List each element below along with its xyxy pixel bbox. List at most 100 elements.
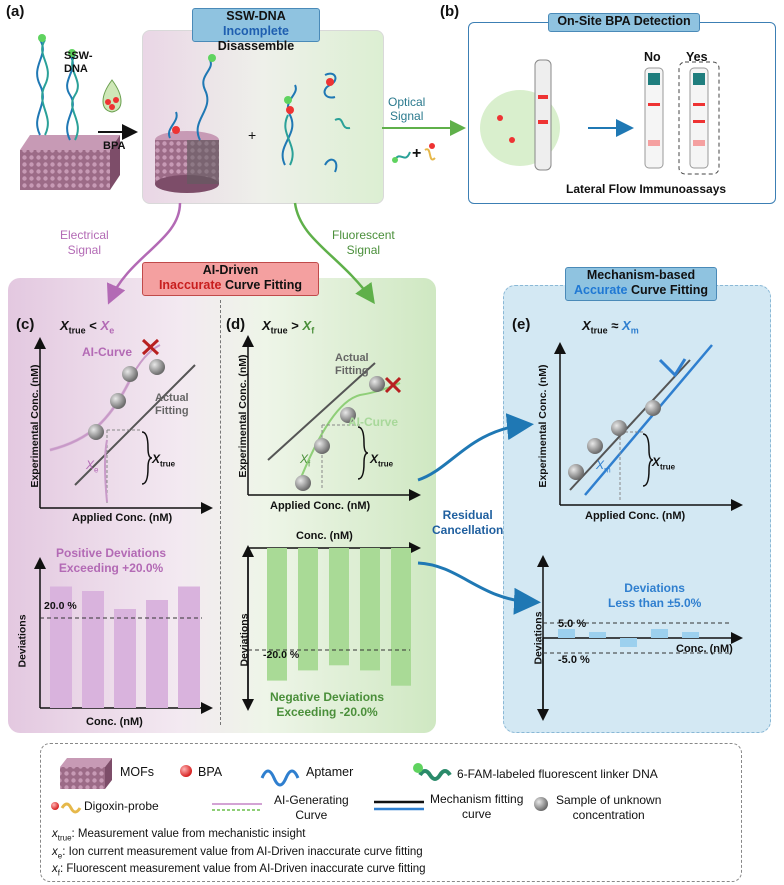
disassemble-accent: Incomplete xyxy=(223,24,289,38)
e-xtrue: X xyxy=(652,455,661,469)
chart-e-bar xyxy=(651,629,668,638)
optical-probes xyxy=(392,143,436,163)
optical-plus: + xyxy=(412,145,422,162)
e-ylabel: Experimental Conc. (nM) xyxy=(537,364,549,488)
e-xlabel: Applied Conc. (nM) xyxy=(585,510,686,522)
c-actual-label: Actual Fitting xyxy=(155,392,189,417)
d-dev-ref-label: -20.0 % xyxy=(263,649,300,661)
chart-d-bar xyxy=(267,548,287,681)
lfa-sample-blob xyxy=(480,59,634,171)
chart-e-mech-fit xyxy=(584,344,713,496)
def-e-sym: x xyxy=(52,846,58,858)
legend-mofs-icon xyxy=(60,758,112,789)
chart-d-bar xyxy=(298,548,318,671)
bpa-droplet-icon xyxy=(98,79,138,140)
d-xf-label: Xf xyxy=(300,452,310,468)
mof-block-a xyxy=(20,135,120,190)
d-ylabel: Experimental Conc. (nM) xyxy=(237,354,249,478)
d-dev-title: Negative Deviations Exceeding -20.0% xyxy=(270,690,385,719)
chart-c-bar xyxy=(50,586,72,708)
chart-d-cross xyxy=(384,376,402,394)
d-ineq-rhs-sub: f xyxy=(311,325,315,336)
def-f-text: : Fluorescent measurement value from AI-… xyxy=(59,863,426,875)
legend-mech-label: Mechanism fitting curve xyxy=(430,792,524,821)
ai-driven-line1: AI-Driven xyxy=(202,263,259,277)
e-xtrue-sub: true xyxy=(660,462,676,472)
mechanism-line2: Curve Fitting xyxy=(627,283,709,297)
e-ineq-op: ≈ xyxy=(607,318,623,333)
ai-driven-accent: Inaccurate xyxy=(158,278,222,292)
panel-e-inequality: Xtrue ≈ Xm xyxy=(582,318,639,336)
e-dev-title: Deviations Less than ±5.0% xyxy=(608,581,702,610)
bpa-arrow-label: BPA xyxy=(103,140,126,152)
d-ai-curve-label: AI-Curve xyxy=(348,415,399,429)
c-xe-sub: e xyxy=(94,465,99,475)
chart-e-samples xyxy=(568,400,661,480)
c-dev-ref-label: 20.0 % xyxy=(44,600,77,612)
legend-aptamer-label: Aptamer xyxy=(306,765,354,779)
mechanism-line1: Mechanism-based xyxy=(586,268,696,282)
c-xtrue: X xyxy=(152,452,161,466)
panel-c-inequality: Xtrue < Xe xyxy=(60,318,114,336)
def-true-text: : Measurement value from mechanistic ins… xyxy=(71,828,306,840)
electrical-signal-label: Electrical Signal xyxy=(60,228,109,257)
disassemble-plus: + xyxy=(248,127,257,143)
e-xtrue-label: Xtrue xyxy=(652,455,675,471)
d-xtrue-sub: true xyxy=(378,459,394,469)
chart-e-axes xyxy=(554,342,743,511)
chart-e-actual-fit xyxy=(569,359,691,491)
lfa-no-label: No xyxy=(644,50,661,64)
legend-sample-icon xyxy=(534,797,548,811)
e-dev-xlabel: Conc. (nM) xyxy=(676,643,733,655)
optical-signal-label: Optical Signal xyxy=(388,95,426,123)
chart-d-axes xyxy=(242,335,421,501)
legend-fam-label: 6-FAM-labeled fluorescent linker DNA xyxy=(457,767,658,781)
c-ineq-rhs-sub: e xyxy=(109,325,115,336)
e-dev-ylabel: Deviations xyxy=(532,611,545,665)
d-actual-label: Actual Fitting xyxy=(335,352,369,377)
panel-b-header: On-Site BPA Detection xyxy=(548,13,700,32)
disassemble-line1: SSW-DNA xyxy=(226,9,286,23)
e-ref-neg-label: -5.0 % xyxy=(558,654,590,666)
d-ineq-op: > xyxy=(287,318,303,333)
chart-d-bar xyxy=(391,548,411,686)
ssw-dna-label: SSW- DNA xyxy=(64,50,93,75)
c-xe-label: Xe xyxy=(86,458,98,474)
c-xtrue-sub: true xyxy=(160,459,176,469)
legend-def-true: xtrue: Measurement value from mechanisti… xyxy=(52,828,305,842)
released-strands xyxy=(281,72,351,173)
chart-e-check xyxy=(658,358,687,378)
mechanism-header: Mechanism-based Accurate Curve Fitting xyxy=(565,267,717,301)
lfa-strip-no xyxy=(644,67,664,169)
chart-c-bar xyxy=(178,586,200,708)
c-ineq-x: X xyxy=(60,318,69,333)
panel-divider xyxy=(220,300,221,725)
d-dev-ylabel: Deviations xyxy=(238,613,251,667)
def-true-sym: x xyxy=(52,828,58,840)
panel-c-label: (c) xyxy=(16,316,35,333)
chart-e-bar xyxy=(589,632,606,638)
d-xf-sub: f xyxy=(308,459,311,469)
panel-b-label: (b) xyxy=(440,3,460,20)
panel-a-label: (a) xyxy=(6,3,25,20)
e-xm-label: Xm xyxy=(596,458,611,474)
panel-d-label: (d) xyxy=(226,316,246,333)
d-ineq-sub: true xyxy=(270,325,288,336)
chart-d-bar xyxy=(360,548,380,671)
legend-def-f: xf: Fluorescent measurement value from A… xyxy=(52,863,426,877)
chart-d-actual-fit xyxy=(267,362,376,461)
def-f-sub: f xyxy=(57,868,60,878)
d-conc-top: Conc. (nM) xyxy=(296,530,353,542)
ai-driven-line2: Curve Fitting xyxy=(221,278,303,292)
ai-driven-header: AI-Driven Inaccurate Curve Fitting xyxy=(142,262,319,296)
chart-e-bar xyxy=(558,629,575,638)
c-ylabel: Experimental Conc. (nM) xyxy=(29,364,41,488)
chart-e-bar xyxy=(620,638,637,647)
panel-d-inequality: Xtrue > Xf xyxy=(262,318,314,336)
c-xlabel: Applied Conc. (nM) xyxy=(72,512,173,524)
chart-c-bar xyxy=(82,591,104,708)
chart-c-bar xyxy=(114,609,136,708)
legend-bpa-icon xyxy=(180,765,192,777)
e-ineq-x: X xyxy=(582,318,591,333)
